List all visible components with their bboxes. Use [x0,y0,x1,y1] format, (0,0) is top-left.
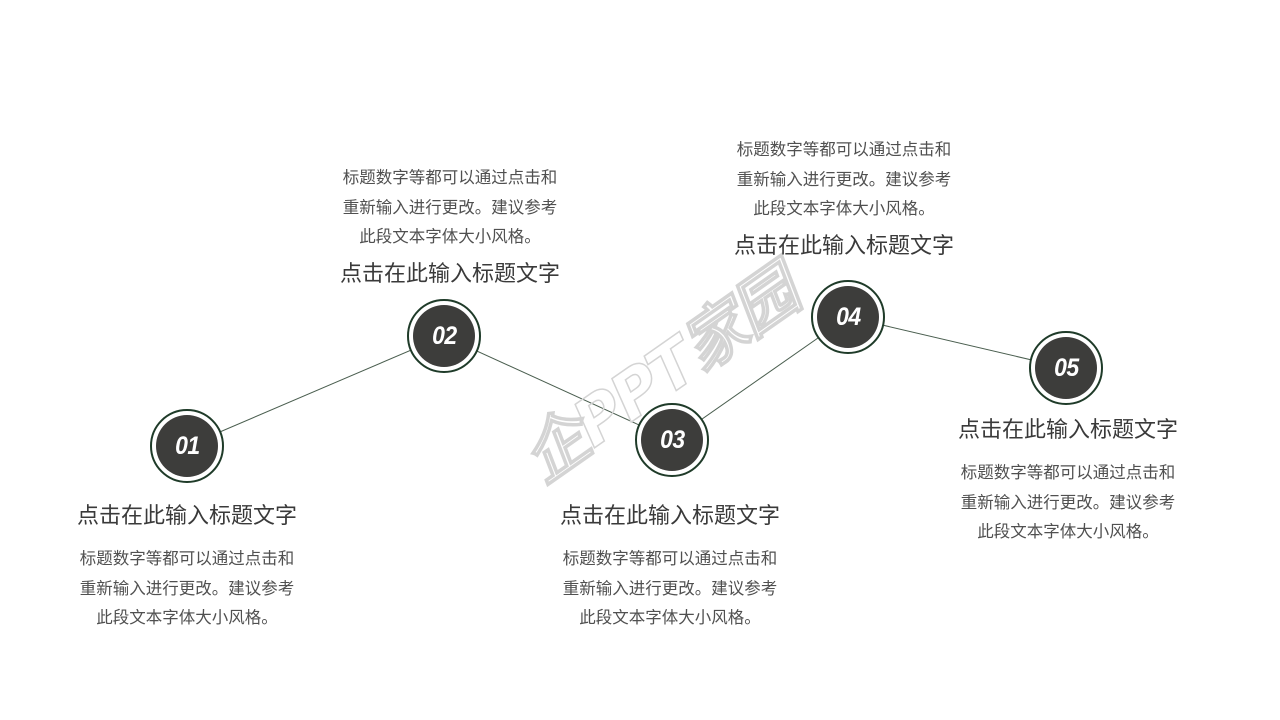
step-circle-fill: 02 [413,305,475,367]
step-text-block-01: 点击在此输入标题文字 标题数字等都可以通过点击和 重新输入进行更改。建议参考 此… [37,502,337,633]
description-line: 标题数字等都可以通过点击和 [79,549,295,568]
step-description[interactable]: 标题数字等都可以通过点击和 重新输入进行更改。建议参考 此段文本字体大小风格。 [918,458,1218,547]
description-line: 此段文本字体大小风格。 [579,608,761,627]
description-line: 重新输入进行更改。建议参考 [342,197,558,217]
step-node-01[interactable]: 01 [150,409,224,483]
step-text-block-04: 标题数字等都可以通过点击和 重新输入进行更改。建议参考 此段文本字体大小风格。 … [694,135,994,262]
step-text-block-02: 标题数字等都可以通过点击和 重新输入进行更改。建议参考 此段文本字体大小风格。 … [300,163,600,290]
step-title[interactable]: 点击在此输入标题文字 [76,504,297,529]
step-node-04[interactable]: 04 [811,280,885,354]
step-node-03[interactable]: 03 [635,403,709,477]
step-number: 03 [659,425,685,454]
description-line: 此段文本字体大小风格。 [359,227,541,246]
step-circle-fill: 01 [156,415,218,477]
step-number: 05 [1053,353,1079,382]
step-title[interactable]: 点击在此输入标题文字 [733,233,954,259]
step-circle-fill: 03 [641,409,703,471]
description-line: 标题数字等都可以通过点击和 [736,140,952,159]
description-line: 此段文本字体大小风格。 [753,199,935,218]
description-line: 重新输入进行更改。建议参考 [960,492,1176,512]
description-line: 此段文本字体大小风格。 [977,522,1159,541]
step-description[interactable]: 标题数字等都可以通过点击和 重新输入进行更改。建议参考 此段文本字体大小风格。 [37,544,337,633]
description-line: 标题数字等都可以通过点击和 [562,549,778,568]
step-text-block-05: 点击在此输入标题文字 标题数字等都可以通过点击和 重新输入进行更改。建议参考 此… [918,416,1218,547]
step-description[interactable]: 标题数字等都可以通过点击和 重新输入进行更改。建议参考 此段文本字体大小风格。 [300,163,600,252]
description-line: 此段文本字体大小风格。 [96,608,278,627]
description-line: 标题数字等都可以通过点击和 [342,168,558,187]
step-number: 04 [835,302,861,331]
step-node-05[interactable]: 05 [1029,331,1103,405]
step-number: 01 [174,431,200,460]
step-title[interactable]: 点击在此输入标题文字 [339,261,560,287]
description-line: 重新输入进行更改。建议参考 [736,169,952,189]
step-title[interactable]: 点击在此输入标题文字 [957,418,1178,443]
step-circle-fill: 05 [1035,337,1097,399]
step-text-block-03: 点击在此输入标题文字 标题数字等都可以通过点击和 重新输入进行更改。建议参考 此… [520,502,820,633]
description-line: 标题数字等都可以通过点击和 [960,463,1176,482]
description-line: 重新输入进行更改。建议参考 [562,578,778,598]
step-description[interactable]: 标题数字等都可以通过点击和 重新输入进行更改。建议参考 此段文本字体大小风格。 [520,544,820,633]
step-node-02[interactable]: 02 [407,299,481,373]
description-line: 重新输入进行更改。建议参考 [79,578,295,598]
step-title[interactable]: 点击在此输入标题文字 [559,504,780,529]
step-circle-fill: 04 [817,286,879,348]
step-number: 02 [431,321,457,350]
step-description[interactable]: 标题数字等都可以通过点击和 重新输入进行更改。建议参考 此段文本字体大小风格。 [694,135,994,224]
